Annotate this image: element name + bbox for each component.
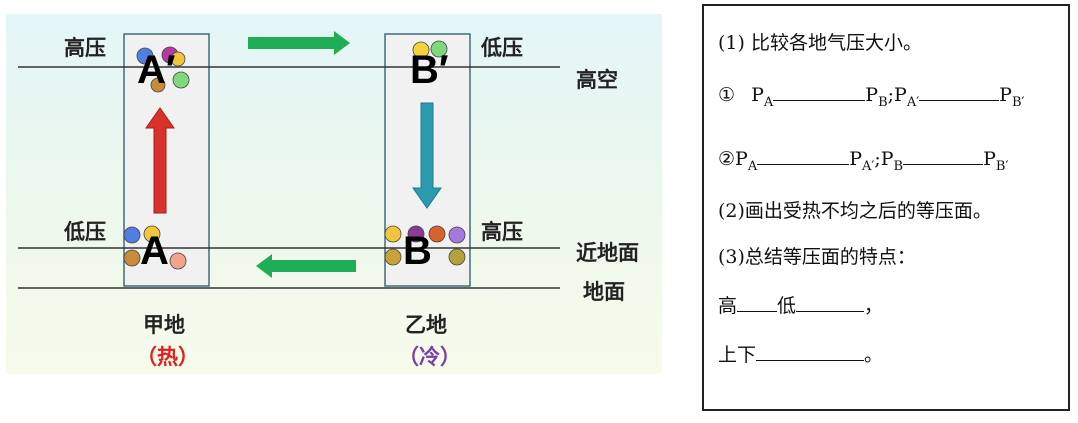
blank-pa-pb[interactable] [773,82,866,101]
point-a: A [140,229,169,273]
molecules-a-prime [136,46,190,93]
q1-2-sep: ;P [874,148,894,170]
pressure-diagram: 高压 低压 高空 低压 高压 近地面 地面 甲地 （热） 乙地 （冷） A′ B… [6,14,662,374]
q1-2-sub-ap: A′ [862,158,875,174]
point-a-prime: A′ [137,48,176,92]
q1-1-p: P [751,84,764,106]
question-3-updown: 上下 。 [718,340,883,367]
q1-2-sub-bp: B′ [995,158,1009,174]
question-3-high-low: 高 低 ， [718,291,883,318]
q3-high: 高 [718,295,738,317]
question-1: (1) 比较各地气压大小。 [718,32,922,54]
q3-period: 。 [864,344,884,366]
point-b-prime: B′ [410,48,449,92]
label-place-a: 甲地 [143,313,185,337]
label-high-pressure-left: 高压 [64,36,106,60]
label-upper-air: 高空 [576,68,618,92]
diagram-background [6,14,662,374]
arrow-down-blue [412,102,442,209]
question-2: (2)画出受热不均之后的等压面。 [718,200,992,222]
arrow-left-lower [256,254,356,278]
label-low-pressure-right: 低压 [481,36,523,60]
arrow-up-red [145,107,175,214]
molecules-a [123,225,187,270]
blank-pap-pbp[interactable] [919,82,1000,101]
blank-low[interactable] [796,293,865,312]
q3-comma: ， [864,295,884,317]
q1-2-number: ②P [718,148,748,170]
q1-1-sub-ap: A′ [906,94,920,110]
question-3: (3)总结等压面的特点： [718,246,916,268]
q1-1-sub-b: B [878,94,888,110]
label-low-pressure-left: 低压 [64,220,106,244]
q1-1-sub-bp: B′ [1011,94,1025,110]
point-b: B [403,229,432,273]
label-place-b: 乙地 [405,313,447,337]
label-ground: 地面 [583,280,625,304]
molecules-b [384,225,466,266]
q1-2-sub-a: A [747,158,758,174]
diagram-canvas [6,14,662,374]
label-near-ground: 近地面 [576,241,639,265]
blank-pa-pap[interactable] [757,146,850,165]
label-place-a-state: （热） [136,345,199,369]
q3-updown: 上下 [718,344,757,366]
molecules-b-prime [412,40,448,59]
blank-pb-pbp[interactable] [903,146,984,165]
q1-1-number: ① [718,84,736,106]
blank-high[interactable] [737,293,778,312]
q1-2-sub-b: B [893,158,904,174]
label-high-pressure-right: 高压 [481,220,523,244]
q1-1-sep: ;P [887,84,907,106]
blank-updown[interactable] [756,342,865,361]
q1-1-sub-a: A [763,94,774,110]
q3-low: 低 [777,295,797,317]
arrow-right-upper [248,31,350,55]
label-place-b-state: （冷） [398,345,461,369]
